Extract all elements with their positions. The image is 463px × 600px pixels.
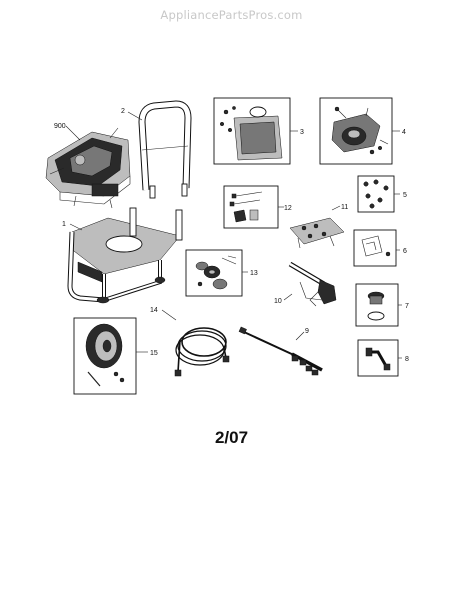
pump-part[interactable]	[319, 97, 393, 165]
callout-bolt-kit: 12	[284, 205, 292, 212]
callout-handle: 2	[121, 108, 125, 115]
handle-part[interactable]	[138, 100, 192, 199]
valve-cap-part[interactable]	[355, 283, 399, 327]
panel-part[interactable]	[213, 97, 291, 165]
callout-spray-gun: 10	[274, 298, 282, 305]
engine-part[interactable]	[45, 127, 131, 209]
leader-line	[331, 205, 341, 211]
callout-elbow: 8	[405, 356, 409, 363]
leader-line	[161, 309, 177, 321]
leader-line	[295, 331, 305, 341]
callout-bearing-kit: 13	[250, 270, 258, 277]
callout-hose: 14	[150, 307, 158, 314]
callout-clamp-kit: 11	[341, 204, 348, 211]
elbow-part[interactable]	[357, 339, 399, 377]
frame-part[interactable]	[67, 207, 183, 304]
callout-bracket-kit: 6	[403, 248, 407, 255]
leader-line	[127, 111, 143, 121]
hose-part[interactable]	[174, 327, 230, 377]
callout-pump: 4	[402, 129, 406, 136]
bearing-kit-part[interactable]	[185, 249, 243, 297]
callout-wand: 9	[305, 328, 309, 335]
wheel-part[interactable]	[73, 317, 137, 395]
wand-part[interactable]	[238, 326, 323, 376]
callout-panel: 3	[300, 129, 304, 136]
leader-line	[283, 293, 293, 301]
callout-valve-cap: 7	[405, 303, 409, 310]
leader-line	[69, 223, 83, 231]
spray-gun-part[interactable]	[288, 261, 337, 307]
fitting-kit-part[interactable]	[357, 175, 395, 213]
leader-line	[65, 125, 81, 141]
date-code: 2/07	[214, 428, 249, 447]
callout-fitting-kit: 5	[403, 192, 407, 199]
clamp-kit-part[interactable]	[289, 217, 345, 249]
callout-wheel: 15	[150, 350, 158, 357]
callout-frame: 1	[62, 221, 66, 228]
bolt-kit-part[interactable]	[223, 185, 279, 229]
callout-engine: 900	[54, 123, 66, 130]
bracket-kit-part[interactable]	[353, 229, 397, 267]
watermark-text: AppliancePartsPros.com	[160, 8, 303, 22]
